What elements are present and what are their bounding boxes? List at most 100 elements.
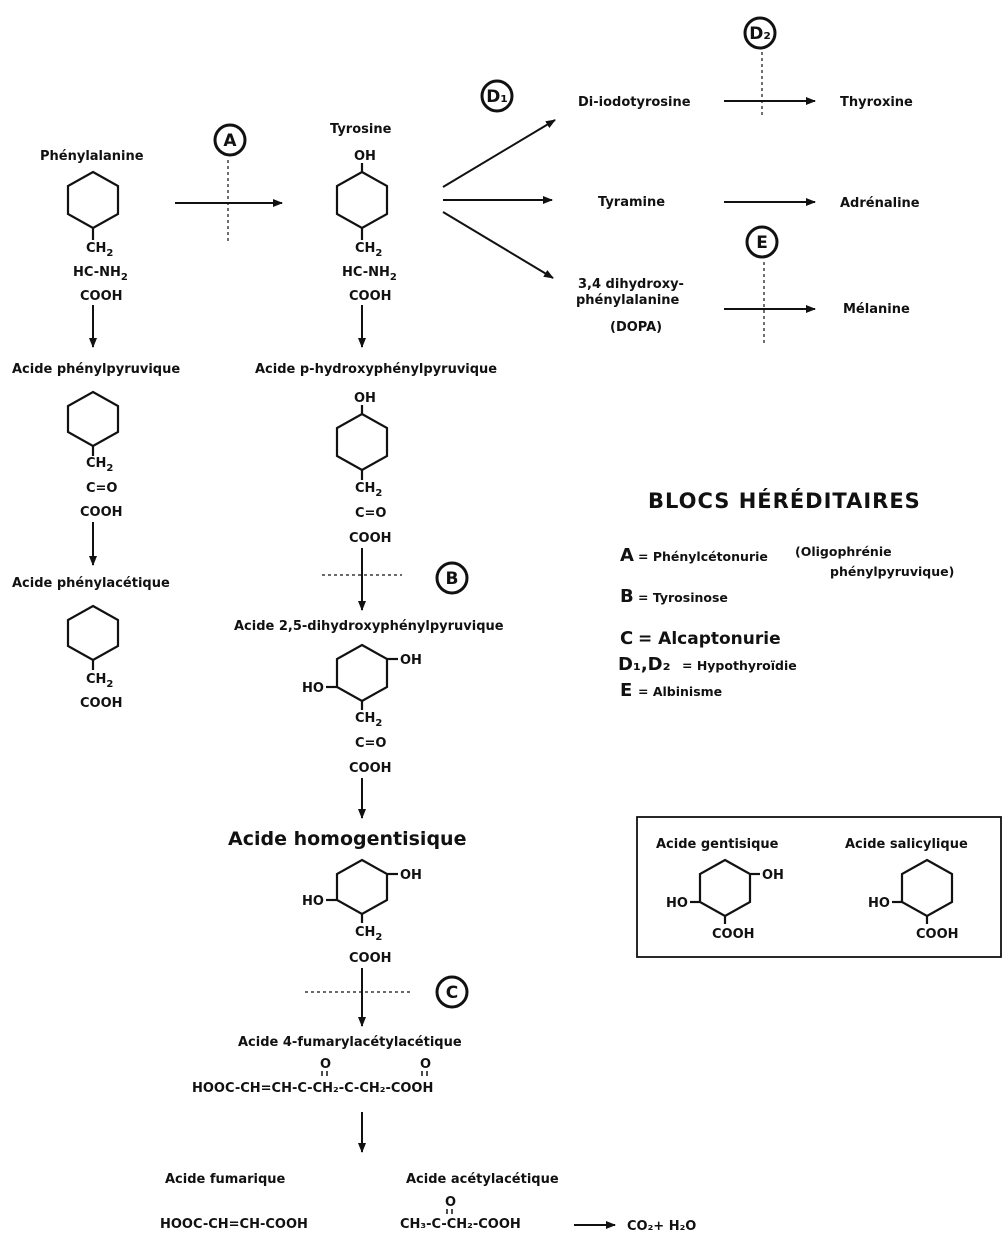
hereditary-blocks-legend: BLOCS HÉRÉDITAIRES A = Phénylcétonurie (… [618,488,954,701]
thyroxine-label: Thyroxine [840,95,913,110]
benzene-ring [335,412,389,472]
dopa-label-line2: phénylalanine [576,293,680,308]
legend-text-b: = Tyrosinose [638,590,728,605]
block-e-badge [745,225,779,259]
hydroxyl-group: OH [400,653,422,668]
adrenaline-label: Adrénaline [840,196,920,211]
ketone-oxygen-1: O [320,1057,331,1072]
dihydroxyphenylpyruvic-acid-structure: Acide 2,5-dihydroxyphénylpyruvique OH HO… [234,619,504,776]
gentisic-hydroxyl: OH [762,868,784,883]
tyrosine-label: Tyrosine [330,122,392,137]
fumaric-acid-formula: HOOC-CH=CH-COOH [160,1217,308,1232]
benzene-ring [900,858,954,918]
block-a-badge [213,123,247,157]
hydroxyl-group-left: HO [302,894,324,909]
block-a-letter: A [223,131,237,151]
benzene-ring [335,858,389,916]
legend-title: BLOCS HÉRÉDITAIRES [648,488,921,513]
fumarylacetylacetic-acid-label: Acide 4-fumarylacétylacétique [238,1035,462,1050]
arrow-tyr-to-dopa [442,211,554,279]
hydroxyl-group: OH [354,391,376,406]
gentisic-carboxyl: COOH [712,927,755,942]
benzene-ring [66,170,120,230]
fumaric-acid-structure: Acide fumarique HOOC-CH=CH-COOH [160,1172,308,1232]
hydroxyl-group-left: HO [302,681,324,696]
hydroxyphenylpyruvic-acid-structure: Acide p-hydroxyphénylpyruvique OH CH2 C=… [255,362,497,546]
carboxyl-group: COOH [349,531,392,546]
ketone-group: C=O [86,481,117,496]
legend-text-e: = Albinisme [638,684,722,699]
homogentisic-acid-structure: Acide homogentisique OH HO CH2 COOH [228,828,466,966]
acetylacetic-acid-structure: Acide acétylacétique O CH₃-C-CH₂-COOH [400,1172,559,1232]
carboxyl-group: COOH [80,505,123,520]
phenylpyruvic-acid-structure: Acide phénylpyruvique CH2 C=O COOH [12,362,180,520]
phenylacetic-acid-label: Acide phénylacétique [12,576,170,591]
block-b-letter: B [446,569,459,589]
legend-letter-a: A [620,545,634,566]
hydroxyl-group: OH [400,868,422,883]
ch2-group: CH2 [355,711,382,729]
carboxyl-group: COOH [80,696,123,711]
reference-box-frame [636,816,1002,958]
legend-letter-e: E [620,680,632,701]
carboxyl-group: COOH [80,289,123,304]
acetylacetic-acid-label: Acide acétylacétique [406,1172,559,1187]
block-d2-letter: D₂ [749,24,771,44]
tyramine-label: Tyramine [598,195,665,210]
benzene-ring [66,390,120,448]
carboxyl-group: COOH [349,761,392,776]
block-c-badge [435,975,469,1009]
ch2-group: CH2 [355,481,382,499]
co2-h2o-label: CO₂+ H₂O [627,1219,696,1234]
diiodotyrosine-label: Di-iodotyrosine [578,95,691,110]
fumaric-acid-label: Acide fumarique [165,1172,286,1187]
gentisic-acid-label: Acide gentisique [656,837,779,852]
ketone-group: C=O [355,736,386,751]
ketone-group: C=O [355,506,386,521]
phenylacetic-acid-structure: Acide phénylacétique CH2 COOH [12,576,170,711]
arrow-tyr-to-diiodotyrosine [442,119,556,188]
salicylic-hydroxyl: HO [868,896,890,911]
benzene-ring [335,170,389,230]
homogentisic-acid-label: Acide homogentisique [228,828,466,850]
phenylalanine-label: Phénylalanine [40,149,144,164]
ch2-group: CH2 [86,672,113,690]
benzene-ring [335,643,389,703]
ketone-oxygen: O [445,1195,456,1210]
phenylpyruvic-acid-label: Acide phénylpyruvique [12,362,180,377]
carboxyl-group: COOH [349,289,392,304]
block-b-badge [435,561,469,595]
block-d1-badge [480,79,514,113]
legend-text-c: = Alcaptonurie [638,629,781,649]
carboxyl-group: COOH [349,951,392,966]
amine-group: HC-NH2 [73,265,128,283]
legend-letter-b: B [620,586,634,607]
ketone-oxygen-2: O [420,1057,431,1072]
ch2-group: CH2 [355,925,382,943]
ch2-group: CH2 [86,456,113,474]
hydroxyphenylpyruvic-acid-label: Acide p-hydroxyphénylpyruvique [255,362,497,377]
block-d2-badge [743,16,777,50]
block-e-letter: E [756,233,768,253]
legend-letter-c: C [620,628,633,649]
fumarylacetylacetic-acid-structure: Acide 4-fumarylacétylacétique O O HOOC-C… [192,1035,462,1096]
legend-extra-a1: (Oligophrénie [795,544,892,559]
benzene-ring [698,858,752,918]
ch2-group: CH2 [86,241,113,259]
reference-box: Acide gentisique OH HO COOH Acide salicy… [636,816,1002,958]
fumarylacetylacetic-formula: HOOC-CH=CH-C-CH₂-C-CH₂-COOH [192,1081,433,1096]
salicylic-carboxyl: COOH [916,927,959,942]
gentisic-hydroxyl-left: HO [666,896,688,911]
dopa-label-line1: 3,4 dihydroxy- [578,277,684,292]
legend-text-d: = Hypothyroïdie [682,658,797,673]
tyrosine-structure: Tyrosine OH CH2 HC-NH2 COOH [330,122,397,304]
amine-group: HC-NH2 [342,265,397,283]
legend-letter-d: D₁,D₂ [618,654,671,675]
block-d1-letter: D₁ [486,87,508,107]
legend-extra-a2: phénylpyruvique) [830,564,954,579]
acetylacetic-acid-formula: CH₃-C-CH₂-COOH [400,1217,521,1232]
ch2-group: CH2 [355,241,382,259]
hydroxyl-group: OH [354,149,376,164]
salicylic-acid-label: Acide salicylique [845,837,968,852]
